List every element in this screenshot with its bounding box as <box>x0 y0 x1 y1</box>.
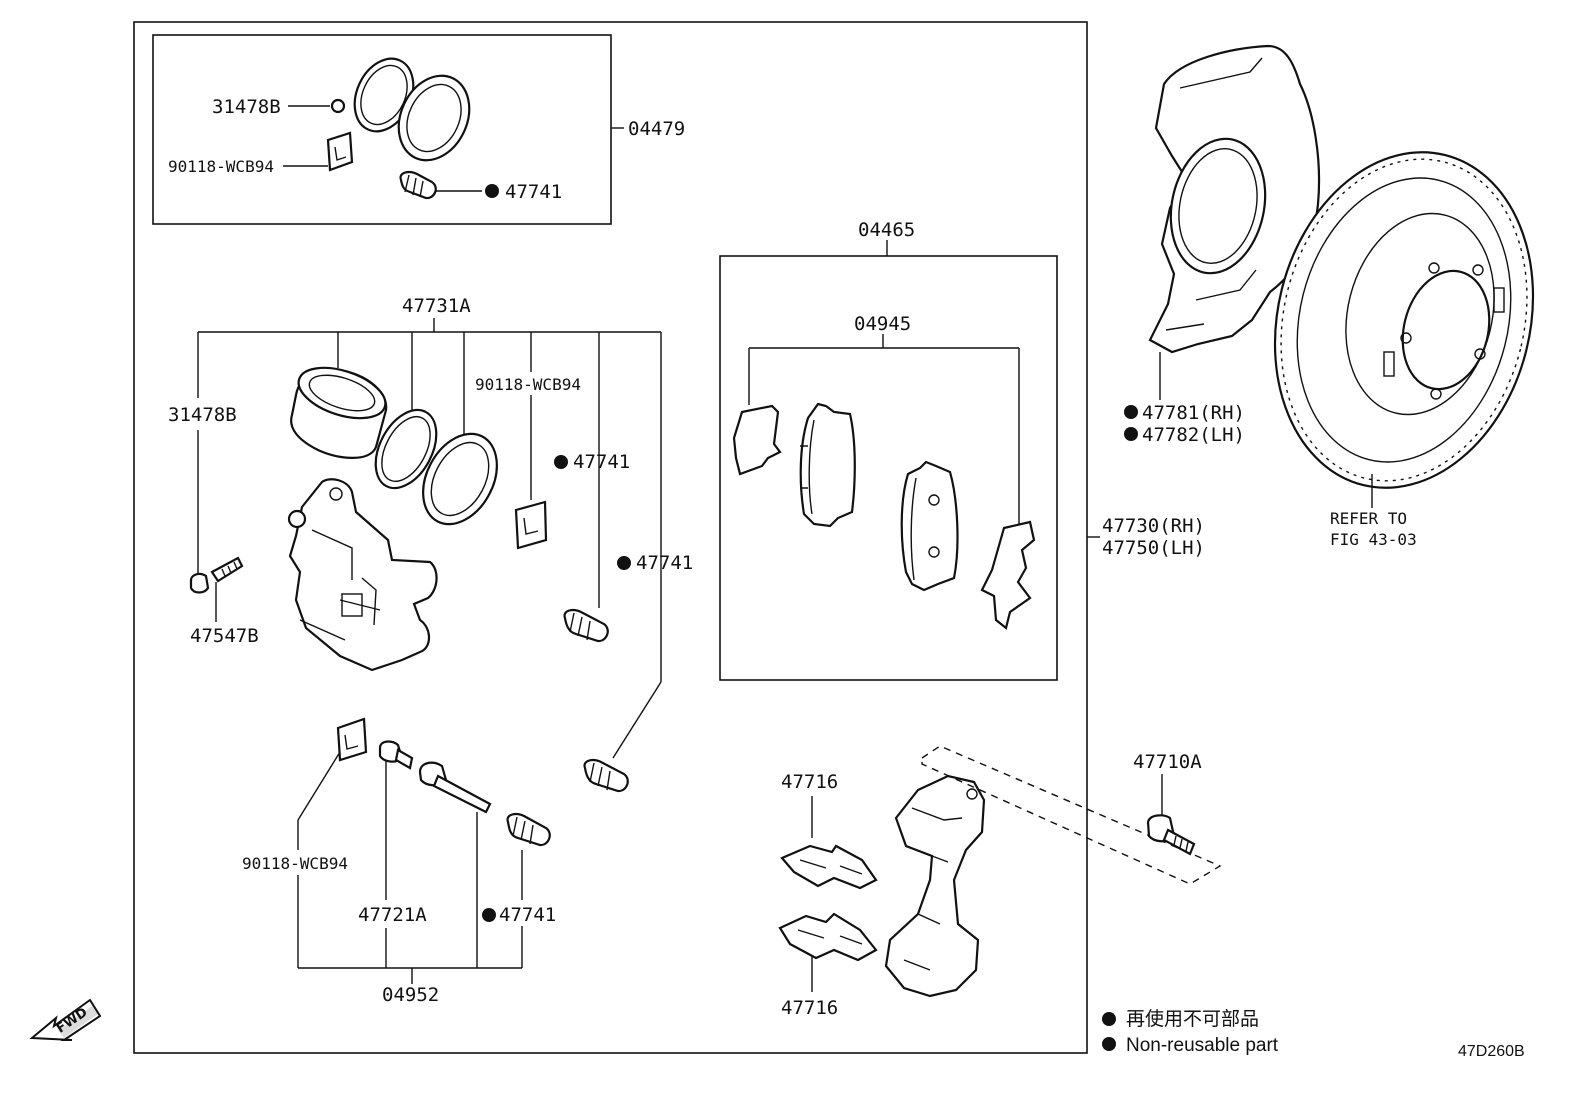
caliper-parts <box>189 366 629 793</box>
label-grease: 90118-WCB94 <box>168 157 274 176</box>
label-clip-47716: 47716 <box>781 771 838 793</box>
label-assy-lh: 47750(LH) <box>1102 537 1205 559</box>
fwd-arrow-icon: FWD <box>29 998 102 1041</box>
label-boot-47741: 47741 <box>499 904 556 926</box>
non-reusable-dot <box>482 908 496 922</box>
label-boot-47741: 47741 <box>505 181 562 203</box>
label-assy-rh: 47730(RH) <box>1102 515 1205 537</box>
label-pin-47721a: 47721A <box>358 904 427 926</box>
kit-04465-box <box>719 255 1058 681</box>
pad-kit-parts <box>732 402 1036 630</box>
legend-dot <box>1102 1012 1116 1026</box>
label-refer: REFER TO <box>1330 509 1407 528</box>
label-cover-lh: 47782(LH) <box>1142 424 1245 446</box>
label-boot-47741: 47741 <box>573 451 630 473</box>
slide-pin-parts <box>336 717 551 847</box>
label-grease: 90118-WCB94 <box>475 375 581 394</box>
non-reusable-dot <box>1124 405 1138 419</box>
non-reusable-dot <box>554 455 568 469</box>
caliper-leader-tree <box>197 318 662 759</box>
brake-rotor-part <box>1273 151 1535 489</box>
label-kit-04952: 04952 <box>382 984 439 1006</box>
label-seal-31478b: 31478B <box>168 404 237 426</box>
non-reusable-dot <box>485 184 499 198</box>
kit-04479-box <box>152 34 612 225</box>
non-reusable-dot <box>1124 427 1138 441</box>
diagram-code: 47D260B <box>1458 1043 1525 1060</box>
dust-cover-part <box>1148 44 1321 354</box>
label-shim-kit-04945: 04945 <box>854 313 911 335</box>
label-boot-47741: 47741 <box>636 552 693 574</box>
pad-kit-tree <box>748 240 1020 528</box>
bolt-47710a-part <box>1146 774 1196 856</box>
bracket-parts <box>778 745 1222 998</box>
legend-jp: 再使用不可部品 <box>1126 1008 1259 1030</box>
label-caliper-47731a: 47731A <box>402 295 471 317</box>
label-cover-rh: 47781(RH) <box>1142 402 1245 424</box>
legend-en: Non-reusable part <box>1126 1035 1279 1056</box>
non-reusable-dot <box>617 556 631 570</box>
legend-dot <box>1102 1037 1116 1051</box>
label-seal-31478b: 31478B <box>212 96 281 118</box>
label-kit-04465: 04465 <box>858 219 915 241</box>
label-clip-47716: 47716 <box>781 997 838 1019</box>
label-bolt-47710a: 47710A <box>1133 751 1202 773</box>
label-refer-fig: FIG 43-03 <box>1330 530 1417 549</box>
slide-pin-tree <box>297 751 523 984</box>
kit-04479-parts <box>326 57 471 200</box>
label-bleeder-47547b: 47547B <box>190 625 259 647</box>
label-grease: 90118-WCB94 <box>242 854 348 873</box>
label-kit-04479: 04479 <box>628 118 685 140</box>
